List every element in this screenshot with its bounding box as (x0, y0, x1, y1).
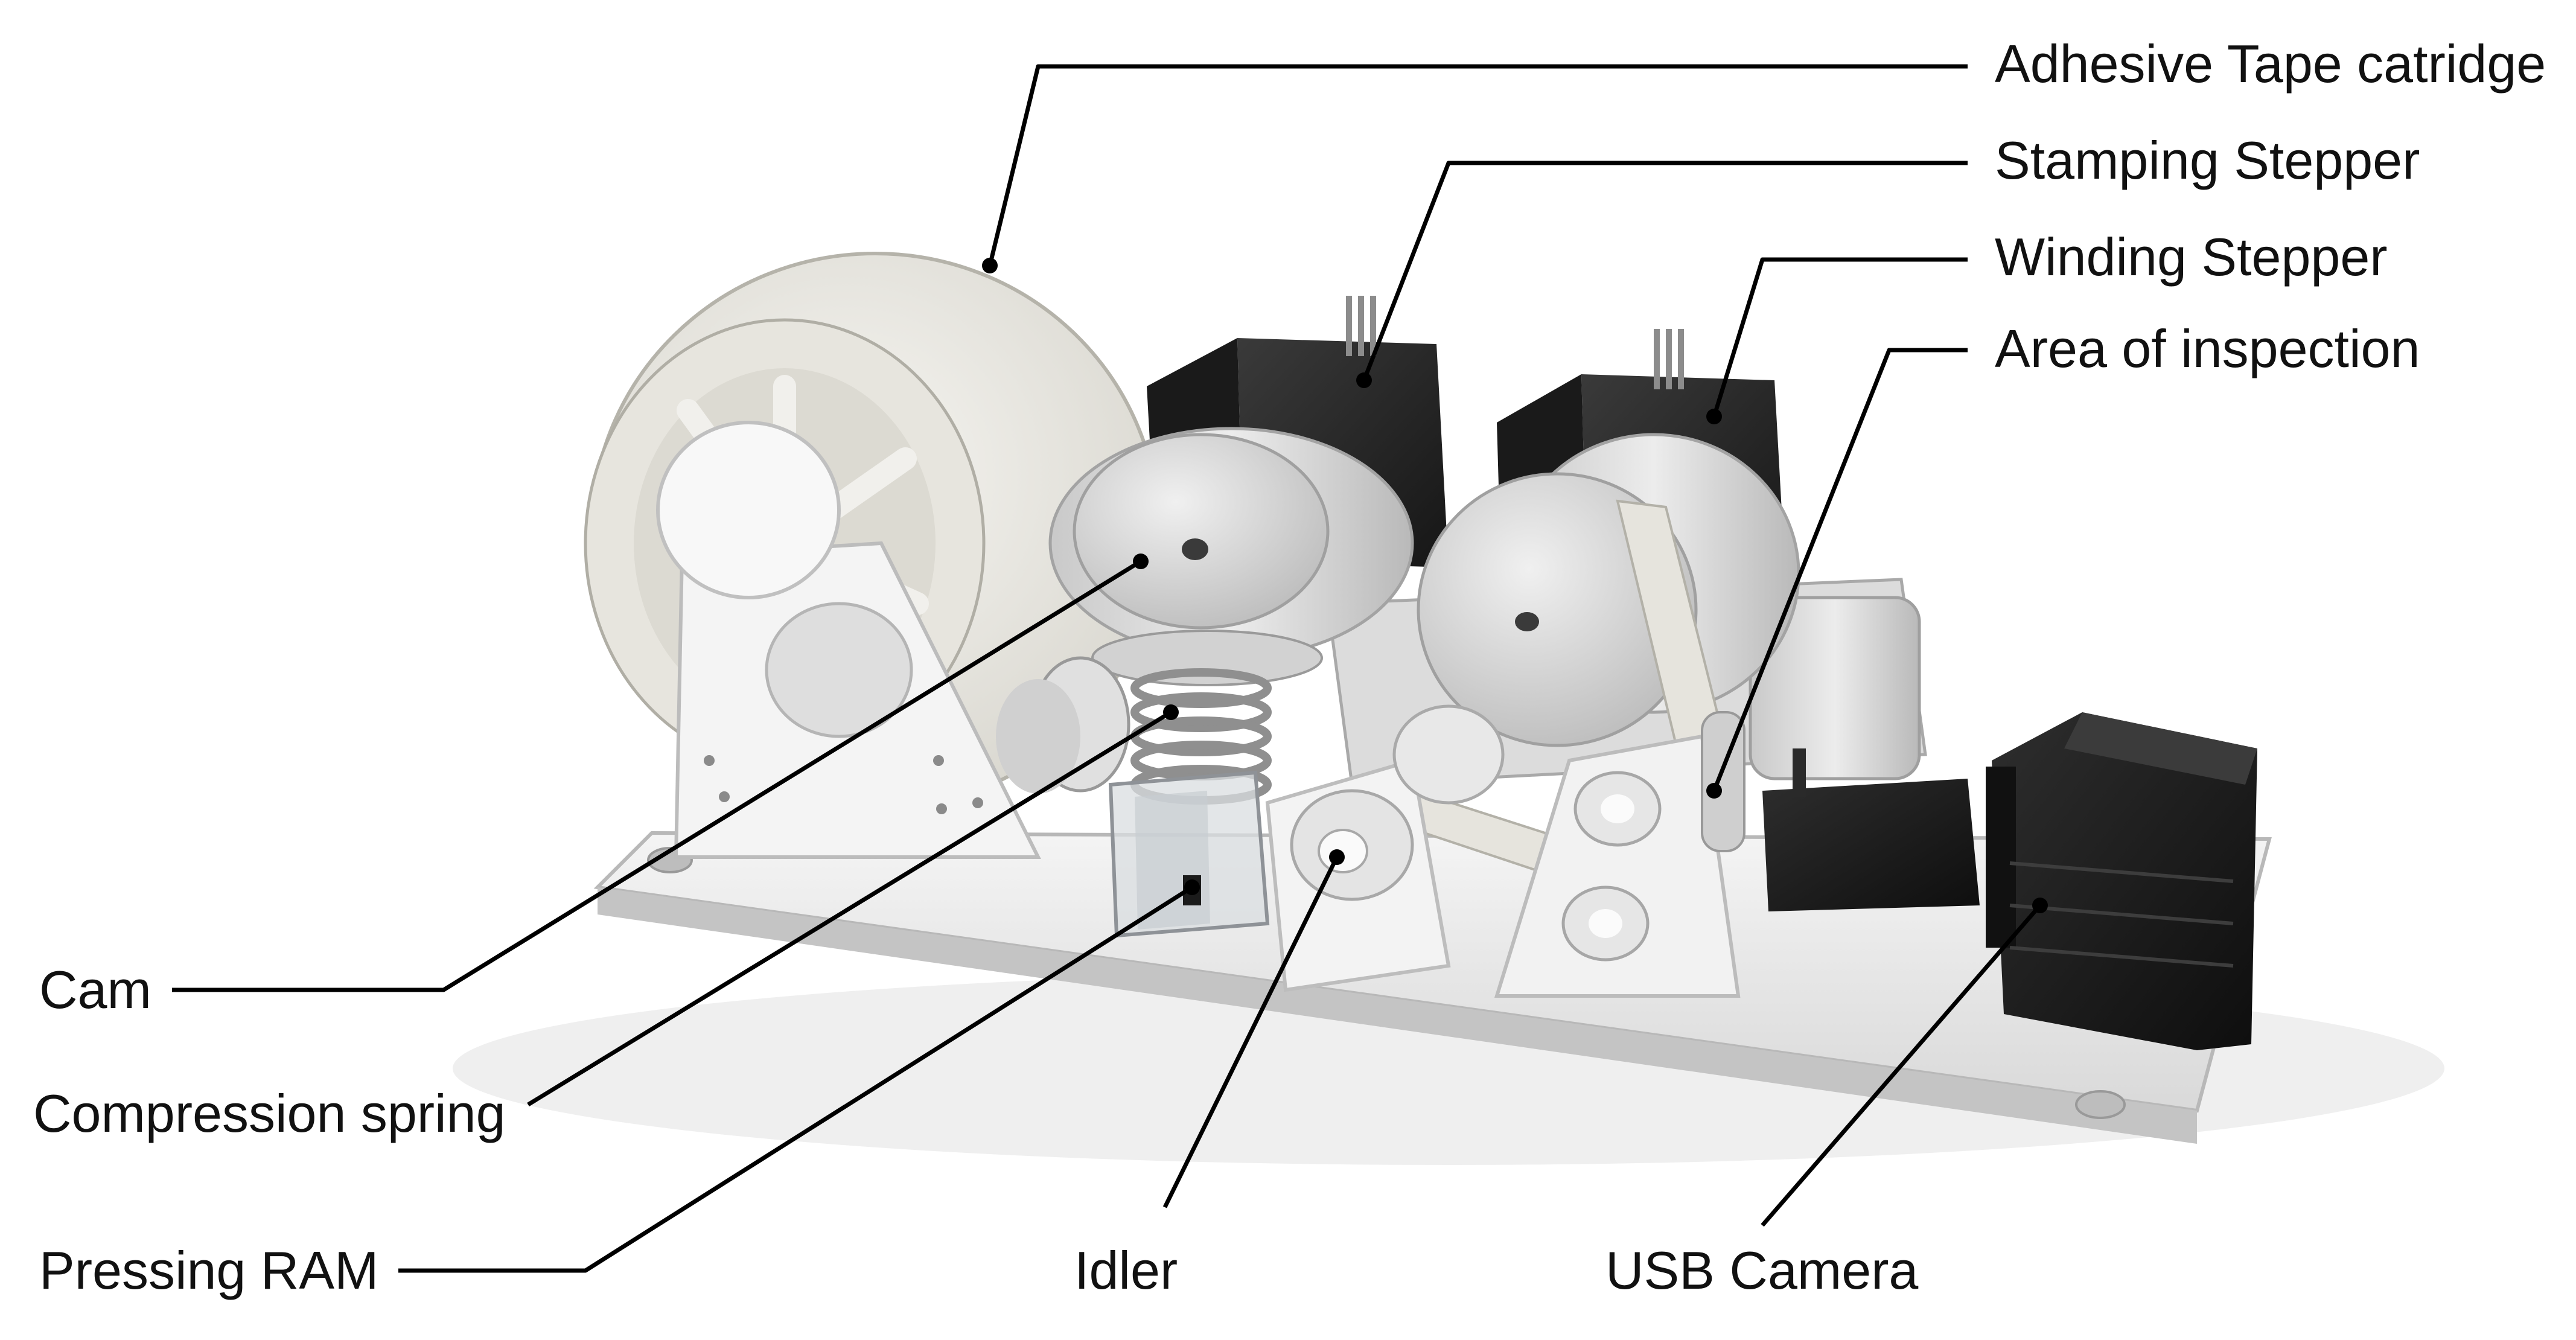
leader-compression-spring (527, 710, 1172, 1106)
label-adhesive-tape: Adhesive Tape catridge (1995, 34, 2546, 94)
label-stamping-stepper: Stamping Stepper (1995, 130, 2420, 190)
leader-stamping-stepper (1362, 161, 1968, 381)
leader-adhesive-tape (987, 64, 1968, 266)
label-cam: Cam (39, 960, 151, 1019)
leader-cam (172, 560, 1142, 992)
leader-idler (1162, 856, 1339, 1208)
leader-pressing-ram (398, 885, 1193, 1273)
leader-winding-stepper (1712, 257, 1968, 418)
label-idler: Idler (1074, 1240, 1178, 1300)
idler-block (1265, 704, 1505, 992)
cam-disk (1048, 427, 1414, 660)
leader-usb-camera (1761, 904, 2042, 1227)
labels: Adhesive Tape catridge Stamping Stepper … (33, 34, 2546, 1300)
leader-area-of-inspection (1712, 348, 1968, 792)
label-usb-camera: USB Camera (1605, 1240, 1918, 1300)
inspection-block (1494, 711, 1745, 998)
label-winding-stepper: Winding Stepper (1995, 227, 2388, 287)
left-roller (996, 656, 1130, 794)
leader-lines (172, 64, 2042, 1273)
tape-cartridge (584, 252, 1161, 859)
label-pressing-ram: Pressing RAM (39, 1240, 378, 1300)
label-area-of-inspection: Area of inspection (1995, 319, 2420, 378)
leader-dots (982, 258, 2048, 913)
usb-camera (1762, 712, 2257, 1050)
label-compression-spring: Compression spring (33, 1083, 506, 1143)
